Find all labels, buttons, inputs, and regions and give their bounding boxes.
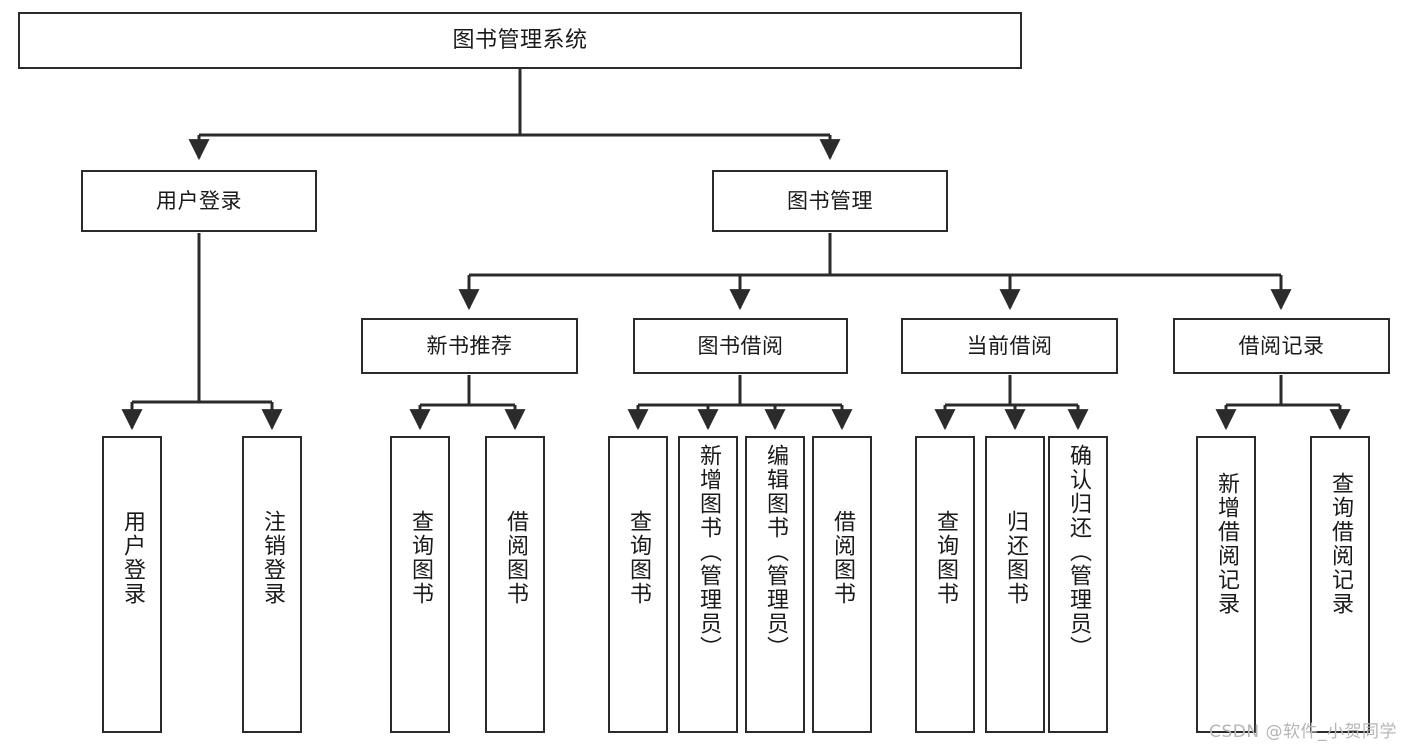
leaf-user-login-logout[interactable]: 注销登录 — [242, 436, 302, 733]
node-label: 新增图书（管理员） — [695, 444, 721, 660]
leaf-current-query-book[interactable]: 查询图书 — [915, 436, 975, 733]
node-new-book-recommend[interactable]: 新书推荐 — [361, 318, 578, 374]
node-label: 新增借阅记录 — [1213, 472, 1239, 616]
node-label: 归还图书 — [1002, 510, 1028, 606]
node-label: 查询借阅记录 — [1327, 472, 1353, 616]
node-label: 借阅图书 — [829, 510, 855, 606]
node-label: 借阅记录 — [1238, 333, 1325, 358]
node-label: 图书借阅 — [697, 333, 784, 358]
node-label: 查询图书 — [932, 510, 958, 606]
leaf-new-book-query-book[interactable]: 查询图书 — [390, 436, 450, 733]
leaf-borrow-add-book-admin[interactable]: 新增图书（管理员） — [678, 436, 738, 733]
node-label: 用户登录 — [156, 188, 242, 213]
node-label: 图书管理系统 — [452, 27, 588, 53]
leaf-current-confirm-return-admin[interactable]: 确认归还（管理员） — [1048, 436, 1108, 733]
leaf-borrow-query-book[interactable]: 查询图书 — [608, 436, 668, 733]
node-label: 查询图书 — [625, 510, 651, 606]
leaf-borrow-borrow-book[interactable]: 借阅图书 — [812, 436, 872, 733]
node-book-management[interactable]: 图书管理 — [712, 170, 948, 232]
node-label: 图书管理 — [787, 188, 873, 213]
node-label: 查询图书 — [407, 510, 433, 606]
node-borrow-record[interactable]: 借阅记录 — [1173, 318, 1390, 374]
node-label: 确认归还（管理员） — [1065, 444, 1091, 660]
node-root-system[interactable]: 图书管理系统 — [18, 12, 1022, 69]
leaf-new-book-borrow-book[interactable]: 借阅图书 — [485, 436, 545, 733]
leaf-user-login-login[interactable]: 用户登录 — [102, 436, 162, 733]
leaf-record-add-record[interactable]: 新增借阅记录 — [1196, 436, 1256, 733]
leaf-current-return-book[interactable]: 归还图书 — [985, 436, 1045, 733]
node-label: 编辑图书（管理员） — [762, 444, 788, 660]
node-label: 用户登录 — [119, 510, 145, 606]
node-user-login[interactable]: 用户登录 — [81, 170, 317, 232]
node-current-borrow[interactable]: 当前借阅 — [901, 318, 1118, 374]
leaf-borrow-edit-book-admin[interactable]: 编辑图书（管理员） — [745, 436, 805, 733]
node-label: 借阅图书 — [502, 510, 528, 606]
node-label: 注销登录 — [259, 510, 285, 606]
node-book-borrow[interactable]: 图书借阅 — [633, 318, 848, 374]
node-label: 当前借阅 — [966, 333, 1053, 358]
leaf-record-query-record[interactable]: 查询借阅记录 — [1310, 436, 1370, 733]
node-label: 新书推荐 — [426, 333, 513, 358]
watermark-text: CSDN @软件_小贺同学 — [1209, 722, 1397, 742]
